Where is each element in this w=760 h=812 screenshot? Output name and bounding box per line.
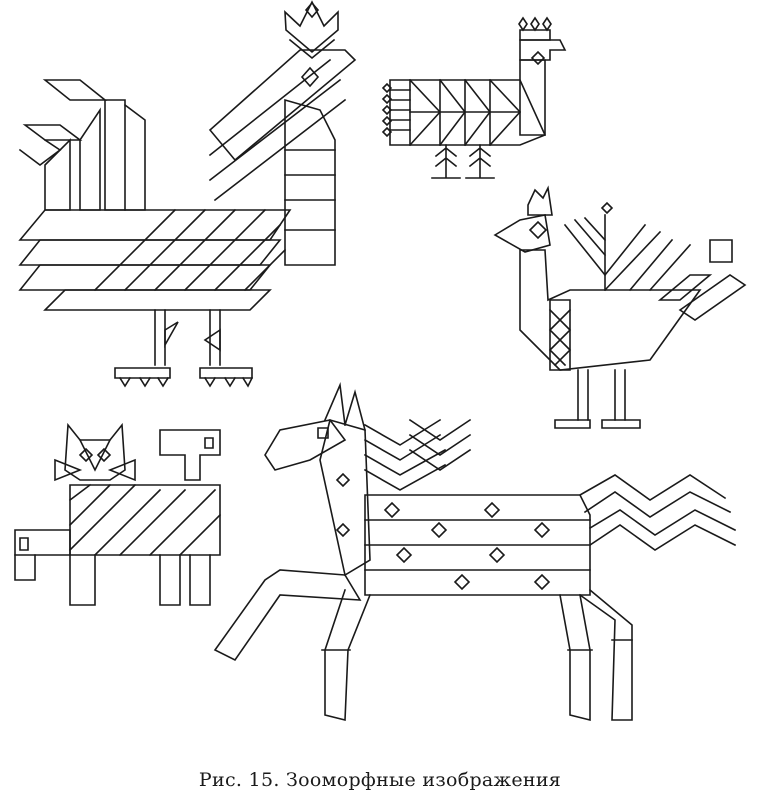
rooster-drawing [18,0,357,388]
figure-caption: Рис. 15. Зооморфные изображения [198,769,562,791]
zoomorphic-figure [14,0,747,722]
horse-drawing [213,381,737,722]
cat-drawing [14,422,222,606]
hen-drawing [493,185,747,429]
peacock-drawing [381,16,567,179]
